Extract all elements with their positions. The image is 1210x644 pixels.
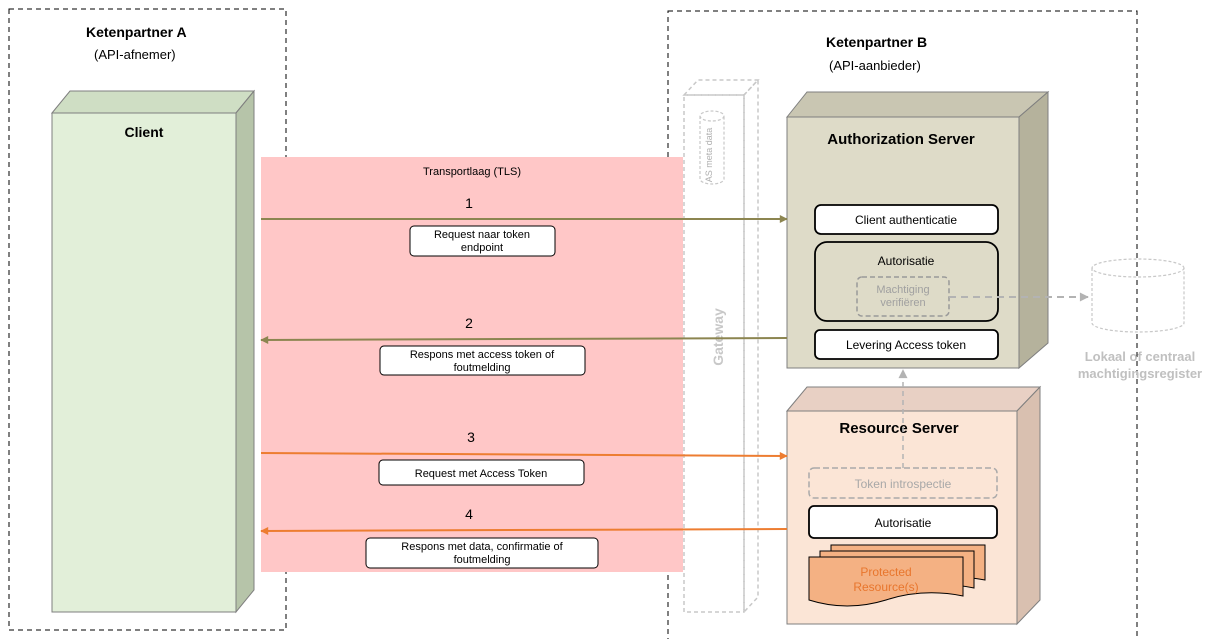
token-introspectie-label: Token introspectie <box>855 477 952 491</box>
flow-2-line1: Respons met access token of <box>410 349 555 361</box>
client-authenticatie-box <box>814 204 999 235</box>
partner-a-subtitle: (API-afnemer) <box>94 47 176 62</box>
register-label-line2: machtigingsregister <box>1078 366 1202 381</box>
gateway <box>682 78 760 614</box>
register-cylinder-icon <box>1091 258 1185 333</box>
flow-2-box <box>379 345 586 376</box>
flow-1-line1: Request naar token <box>434 229 530 241</box>
flow-4-line1: Respons met data, confirmatie of <box>401 541 563 553</box>
rs-autorisatie-label: Autorisatie <box>875 516 932 530</box>
flow-1-number: 1 <box>465 195 473 211</box>
token-introspectie-box <box>808 467 998 499</box>
flow-3-number: 3 <box>467 429 475 445</box>
metadata-cylinder-icon <box>699 110 725 185</box>
flow-1-line2: endpoint <box>461 242 503 254</box>
as-autorisatie-box <box>814 241 999 322</box>
flow-3-arrow <box>260 451 788 460</box>
flow-2-line2: foutmelding <box>454 362 511 374</box>
authorization-server-title: Authorization Server <box>827 131 975 148</box>
protected-line2: Resource(s) <box>853 580 918 594</box>
levering-access-token-label: Levering Access token <box>846 338 966 352</box>
flow-4-box <box>365 537 599 569</box>
protected-resources-stack <box>808 544 986 607</box>
protected-line1: Protected <box>860 565 911 579</box>
partner-b-subtitle: (API-aanbieder) <box>829 58 921 73</box>
machtiging-line2: verifiëren <box>880 297 925 309</box>
client-label: Client <box>125 124 164 140</box>
client-box <box>50 89 256 614</box>
flow-1-box <box>409 225 556 257</box>
levering-access-token-box <box>814 329 999 360</box>
flow-3-line1: Request met Access Token <box>415 468 547 480</box>
flow-4-line2: foutmelding <box>454 554 511 566</box>
gateway-label: Gateway <box>710 308 726 366</box>
flow-2-number: 2 <box>465 315 473 331</box>
partner-a-title: Ketenpartner A <box>86 24 187 40</box>
resource-server-title: Resource Server <box>839 420 958 437</box>
metadata-label: AS meta data <box>704 128 714 183</box>
machtiging-line1: Machtiging <box>876 284 929 296</box>
flow-4-number: 4 <box>465 506 473 522</box>
rs-autorisatie-box <box>808 505 998 539</box>
client-authenticatie-label: Client authenticatie <box>855 213 957 227</box>
register-label-line1: Lokaal of centraal <box>1085 349 1196 364</box>
flow-4-arrow <box>260 526 788 535</box>
transport-layer-label: Transportlaag (TLS) <box>423 166 521 178</box>
as-autorisatie-label: Autorisatie <box>878 254 935 268</box>
flow-3-box <box>378 459 585 486</box>
partner-b-title: Ketenpartner B <box>826 34 927 50</box>
flow-2-arrow <box>260 335 788 344</box>
